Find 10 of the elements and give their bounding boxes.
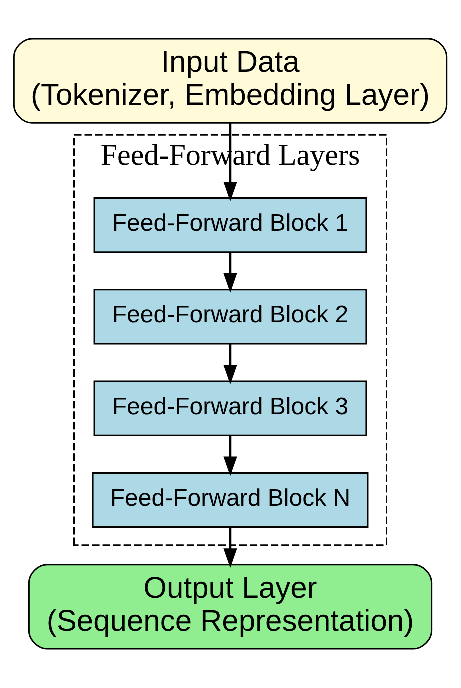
node-box: Feed-Forward Block 2 xyxy=(94,289,368,345)
node-box: Input Data (Tokenizer, Embedding Layer) xyxy=(13,38,448,124)
arrow xyxy=(224,344,238,385)
node-box: Feed-Forward Block 3 xyxy=(94,380,368,436)
arrow xyxy=(224,252,238,293)
node-box: Feed-Forward Block N xyxy=(92,472,369,528)
node-box: Feed-Forward Block 1 xyxy=(94,198,368,254)
node-box: Output Layer (Sequence Representation) xyxy=(28,564,433,650)
arrow xyxy=(224,436,238,476)
arrow xyxy=(224,527,238,568)
